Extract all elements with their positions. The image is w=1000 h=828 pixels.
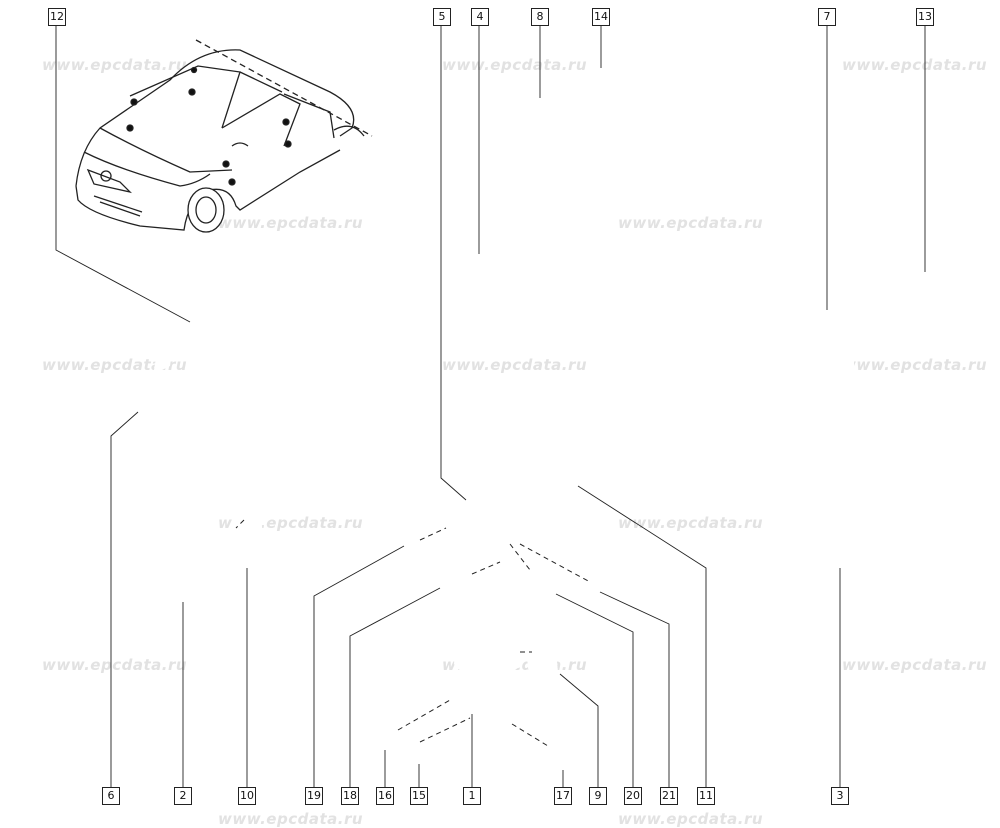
callout-17: 17 [554, 787, 572, 805]
part-2-check-strap [144, 483, 212, 589]
callout-18: 18 [341, 787, 359, 805]
callout-7: 7 [818, 8, 836, 26]
part-13-hinge-leaf [905, 264, 936, 358]
callout-16: 16 [376, 787, 394, 805]
part-8-bracket [502, 96, 554, 189]
callout-5: 5 [433, 8, 451, 26]
assembly-guides [235, 519, 591, 747]
part-1-check-strap [454, 629, 522, 735]
callout-9: 9 [589, 787, 607, 805]
callout-20: 20 [624, 787, 642, 805]
part-9-plate [524, 626, 562, 712]
callout-4: 4 [471, 8, 489, 26]
part-10-plate [228, 480, 266, 566]
part-6-bracket [130, 344, 182, 437]
leader-lines [55, 24, 926, 788]
part-4-check-strap [464, 253, 532, 359]
callout-8: 8 [531, 8, 549, 26]
callout-3: 3 [831, 787, 849, 805]
callout-13: 13 [916, 8, 934, 26]
callout-10: 10 [238, 787, 256, 805]
car-overview-illustration [75, 39, 373, 233]
part-21-nut [582, 576, 600, 592]
part-18-bolt [438, 566, 474, 580]
part-16-nut [384, 722, 402, 738]
part-12-hinge-leaf [197, 298, 228, 392]
part-3-check-strap [782, 447, 850, 553]
callout-19: 19 [305, 787, 323, 805]
part-11-hinge-leaf [533, 440, 564, 534]
part-7-bracket [802, 290, 854, 383]
callout-1: 1 [463, 787, 481, 805]
callout-15: 15 [410, 787, 428, 805]
part-17-bolt [531, 734, 570, 765]
part-5-bracket [442, 470, 494, 563]
callout-14: 14 [592, 8, 610, 26]
part-14-hinge-leaf [579, 64, 610, 158]
part-19-nut [402, 528, 420, 544]
part-15-bolt [404, 736, 440, 750]
callout-11: 11 [697, 787, 715, 805]
callout-6: 6 [102, 787, 120, 805]
callout-12: 12 [48, 8, 66, 26]
callout-21: 21 [660, 787, 678, 805]
callout-2: 2 [174, 787, 192, 805]
